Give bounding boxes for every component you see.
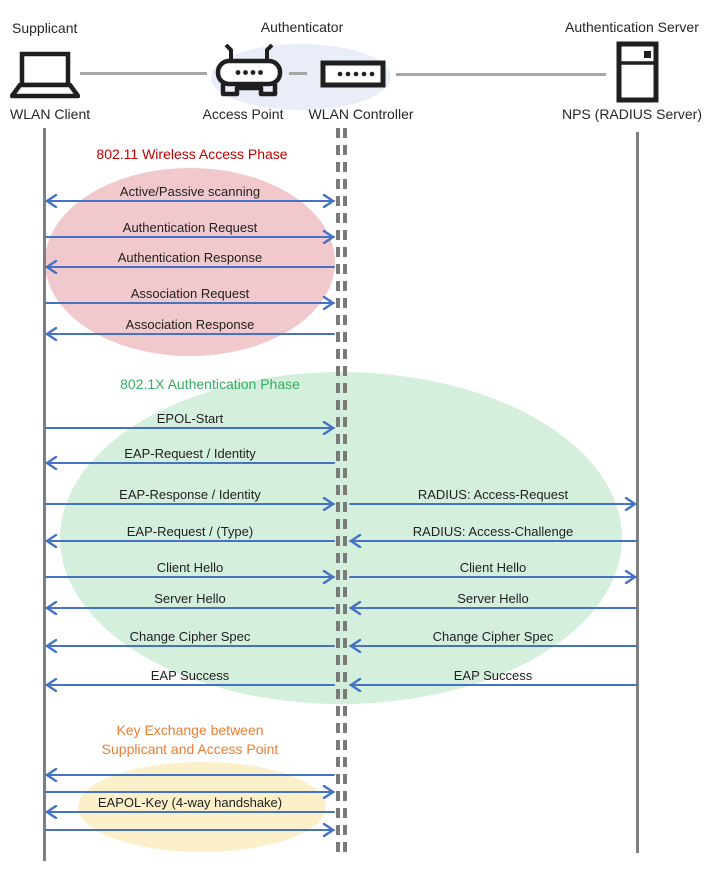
arrow-line <box>45 421 335 435</box>
arrow-line <box>45 805 335 819</box>
message-arrow: EAP-Response / Identity <box>45 487 335 511</box>
message-arrow: EAP-Request / Identity <box>45 446 335 470</box>
message-label: EAP Success <box>150 668 230 683</box>
message-arrow: Client Hello <box>45 560 335 584</box>
message-label: Association Response <box>125 317 255 332</box>
arrow-line <box>45 497 335 511</box>
message-label: EAPOL-Key (4-way handshake) <box>97 795 283 810</box>
phase-title-80211-wireless-access: 802.11 Wireless Access Phase <box>96 146 288 162</box>
message-arrow: Authentication Request <box>45 220 335 244</box>
role-authenticator: Authenticator <box>260 19 344 35</box>
message-arrow: Association Request <box>45 286 335 310</box>
message-label: EPOL-Start <box>156 411 224 426</box>
arrow-line <box>45 194 335 208</box>
message-label: Authentication Response <box>117 250 263 265</box>
message-arrow: EPOL-Start <box>45 411 335 435</box>
message-label: Authentication Request <box>122 220 258 235</box>
arrow-line <box>45 570 335 584</box>
lifeline-controller-dashed-right <box>343 128 347 857</box>
phase-title-key-exchange: Key Exchange between Supplicant and Acce… <box>101 722 279 757</box>
message-arrow: Change Cipher Spec <box>45 629 335 653</box>
message-label: EAP-Request / (Type) <box>126 524 254 539</box>
message-label: Change Cipher Spec <box>432 629 554 644</box>
arrow-line <box>45 534 335 548</box>
message-label: Change Cipher Spec <box>129 629 251 644</box>
message-arrow: Change Cipher Spec <box>349 629 637 653</box>
message-arrow <box>45 785 335 799</box>
message-label: Client Hello <box>459 560 527 575</box>
message-arrow <box>45 823 335 837</box>
arrow-line <box>349 497 637 511</box>
wireless-router-icon <box>214 43 284 107</box>
message-arrow: RADIUS: Access-Request <box>349 487 637 511</box>
arrow-line <box>45 327 335 341</box>
label-access-point: Access Point <box>202 106 284 122</box>
phase-title-8021x-authentication: 802.1X Authentication Phase <box>120 376 300 392</box>
role-supplicant: Supplicant <box>12 20 78 36</box>
arrow-line <box>45 785 335 799</box>
message-label: Server Hello <box>457 591 529 606</box>
message-arrow: RADIUS: Access-Challenge <box>349 524 637 548</box>
message-arrow: EAP Success <box>349 668 637 692</box>
key-exchange-ellipse <box>78 762 326 852</box>
lifeline-controller-dashed-left <box>336 128 340 857</box>
label-wlan-controller: WLAN Controller <box>308 106 414 122</box>
message-arrow: Active/Passive scanning <box>45 184 335 208</box>
arrow-line <box>45 823 335 837</box>
message-label: EAP Success <box>453 668 533 683</box>
arrow-line <box>349 639 637 653</box>
lifeline-wlan-client <box>43 128 46 861</box>
message-label: Association Request <box>130 286 250 301</box>
arrow-line <box>45 639 335 653</box>
message-arrow: EAPOL-Key (4-way handshake) <box>45 795 335 819</box>
message-arrow: Association Response <box>45 317 335 341</box>
server-tower-icon <box>616 41 660 108</box>
controller-box-icon <box>320 60 386 93</box>
role-authentication-server: Authentication Server <box>565 19 699 35</box>
client-ap-connector <box>80 72 207 75</box>
ap-controller-connector <box>289 72 307 75</box>
arrow-line <box>349 570 637 584</box>
message-arrow: EAP-Request / (Type) <box>45 524 335 548</box>
arrow-line <box>349 678 637 692</box>
message-label: RADIUS: Access-Challenge <box>412 524 574 539</box>
message-label: EAP-Response / Identity <box>119 487 261 502</box>
arrow-line <box>45 230 335 244</box>
laptop-icon <box>9 50 81 107</box>
message-arrow: Client Hello <box>349 560 637 584</box>
lifeline-radius-server <box>636 132 639 853</box>
message-label: RADIUS: Access-Request <box>417 487 569 502</box>
message-arrow: Authentication Response <box>45 250 335 274</box>
label-nps-radius-server: NPS (RADIUS Server) <box>561 106 703 122</box>
arrow-line <box>45 456 335 470</box>
message-arrow: Server Hello <box>45 591 335 615</box>
arrow-line <box>349 534 637 548</box>
wireless-phase-ellipse <box>45 168 335 356</box>
message-label: Client Hello <box>156 560 224 575</box>
arrow-line <box>349 601 637 615</box>
message-arrow: Server Hello <box>349 591 637 615</box>
message-label: Server Hello <box>154 591 226 606</box>
message-arrow: EAP Success <box>45 668 335 692</box>
controller-server-connector <box>396 73 606 76</box>
message-label: EAP-Request / Identity <box>124 446 256 461</box>
arrow-line <box>45 260 335 274</box>
arrow-line <box>45 296 335 310</box>
message-label: Active/Passive scanning <box>119 184 261 199</box>
arrow-line <box>45 768 335 782</box>
arrow-line <box>45 601 335 615</box>
label-wlan-client: WLAN Client <box>10 106 91 122</box>
message-arrow <box>45 768 335 782</box>
arrow-line <box>45 678 335 692</box>
